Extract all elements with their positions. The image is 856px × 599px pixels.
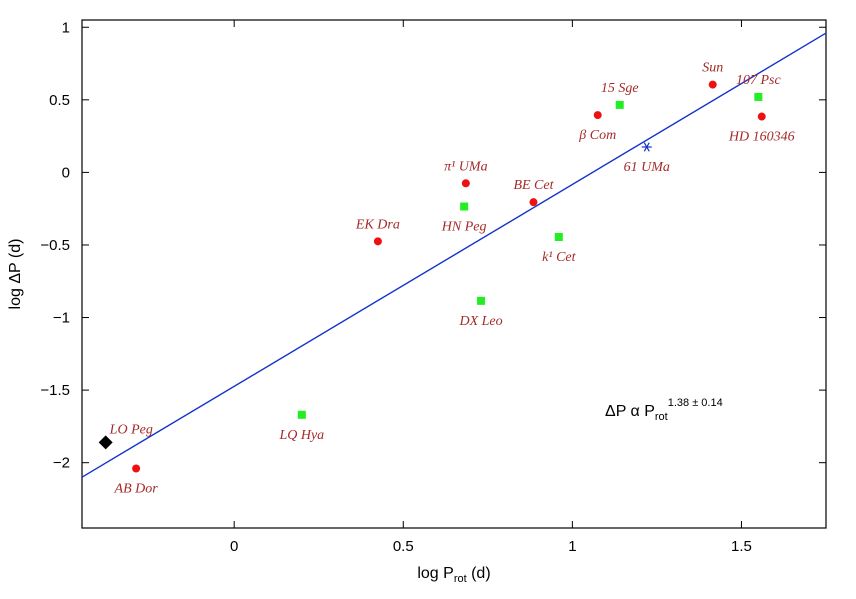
point-hd-160346 — [757, 112, 766, 121]
x-axis-label-main: log P — [417, 565, 453, 582]
point-lq-hya — [297, 410, 306, 419]
label-ek-dra: EK Dra — [355, 217, 400, 232]
data-points — [98, 80, 766, 473]
point-hn-peg — [460, 202, 469, 211]
point-labels: LO Peg AB Dor LQ Hya EK Dra HN Peg π¹ UMa DX L… — [109, 61, 795, 497]
axis-ticks: 0 0.5 1 1.5 1 0.5 0 −0.5 −1 −1.5 −2 — [40, 19, 826, 555]
label-107-psc: 107 Psc — [736, 73, 782, 88]
y-tick-label: −1 — [53, 310, 70, 327]
plot-frame — [81, 19, 827, 529]
fit-line-group — [81, 32, 827, 478]
label-lq-hya: LQ Hya — [278, 428, 324, 443]
annotation-main: ΔP α P — [605, 403, 655, 420]
label-dx-leo: DX Leo — [458, 314, 502, 329]
label-ab-dor: AB Dor — [114, 481, 159, 496]
point-1-uma — [461, 179, 470, 188]
x-tick-label: 0 — [230, 538, 238, 555]
x-tick-label: 0.5 — [393, 538, 414, 555]
label-15-sge: 15 Sge — [601, 81, 639, 96]
label-hd-160346: HD 160346 — [728, 130, 795, 145]
y-tick-label: −1.5 — [40, 382, 70, 399]
point-lo-peg — [98, 435, 113, 450]
point-be-cet — [529, 198, 538, 207]
label-k1-cet: k¹ Cet — [542, 250, 576, 265]
power-law-annotation: ΔP α Prot1.38 ± 0.14 — [605, 397, 723, 423]
point-sun — [708, 80, 717, 89]
y-tick-label: 0.5 — [49, 92, 70, 109]
annotation-sup: 1.38 ± 0.14 — [668, 397, 723, 409]
point-61-uma — [641, 142, 652, 152]
y-tick-label: 0 — [62, 164, 70, 181]
y-tick-label: 1 — [62, 19, 70, 36]
fit-line — [81, 32, 827, 478]
y-tick-label: −2 — [53, 455, 70, 472]
point-dx-leo — [477, 296, 486, 305]
point-107-psc — [754, 92, 763, 101]
annotation-sub: rot — [655, 411, 668, 423]
y-tick-label: −0.5 — [40, 237, 70, 254]
label-61-uma: 61 UMa — [624, 160, 670, 175]
x-axis-label-tail: (d) — [467, 565, 491, 582]
y-axis-label: log ΔP (d) — [7, 239, 24, 310]
x-tick-label: 1 — [568, 538, 576, 555]
label-lo-peg: LO Peg — [109, 422, 153, 437]
label-1-uma: π¹ UMa — [444, 159, 487, 174]
x-axis-label: log Prot (d) — [417, 565, 490, 585]
point-com — [593, 111, 602, 120]
label-hn-peg: HN Peg — [441, 220, 487, 235]
point-ab-dor — [132, 464, 141, 473]
x-axis-label-sub: rot — [454, 573, 467, 585]
point-15-sge — [615, 100, 624, 109]
x-tick-label: 1.5 — [731, 538, 752, 555]
label-sun: Sun — [702, 61, 723, 76]
label-be-cet: BE Cet — [513, 178, 554, 193]
point-k1-cet — [554, 232, 563, 241]
point-ek-dra — [373, 237, 382, 246]
label-com: β Com — [578, 128, 616, 143]
